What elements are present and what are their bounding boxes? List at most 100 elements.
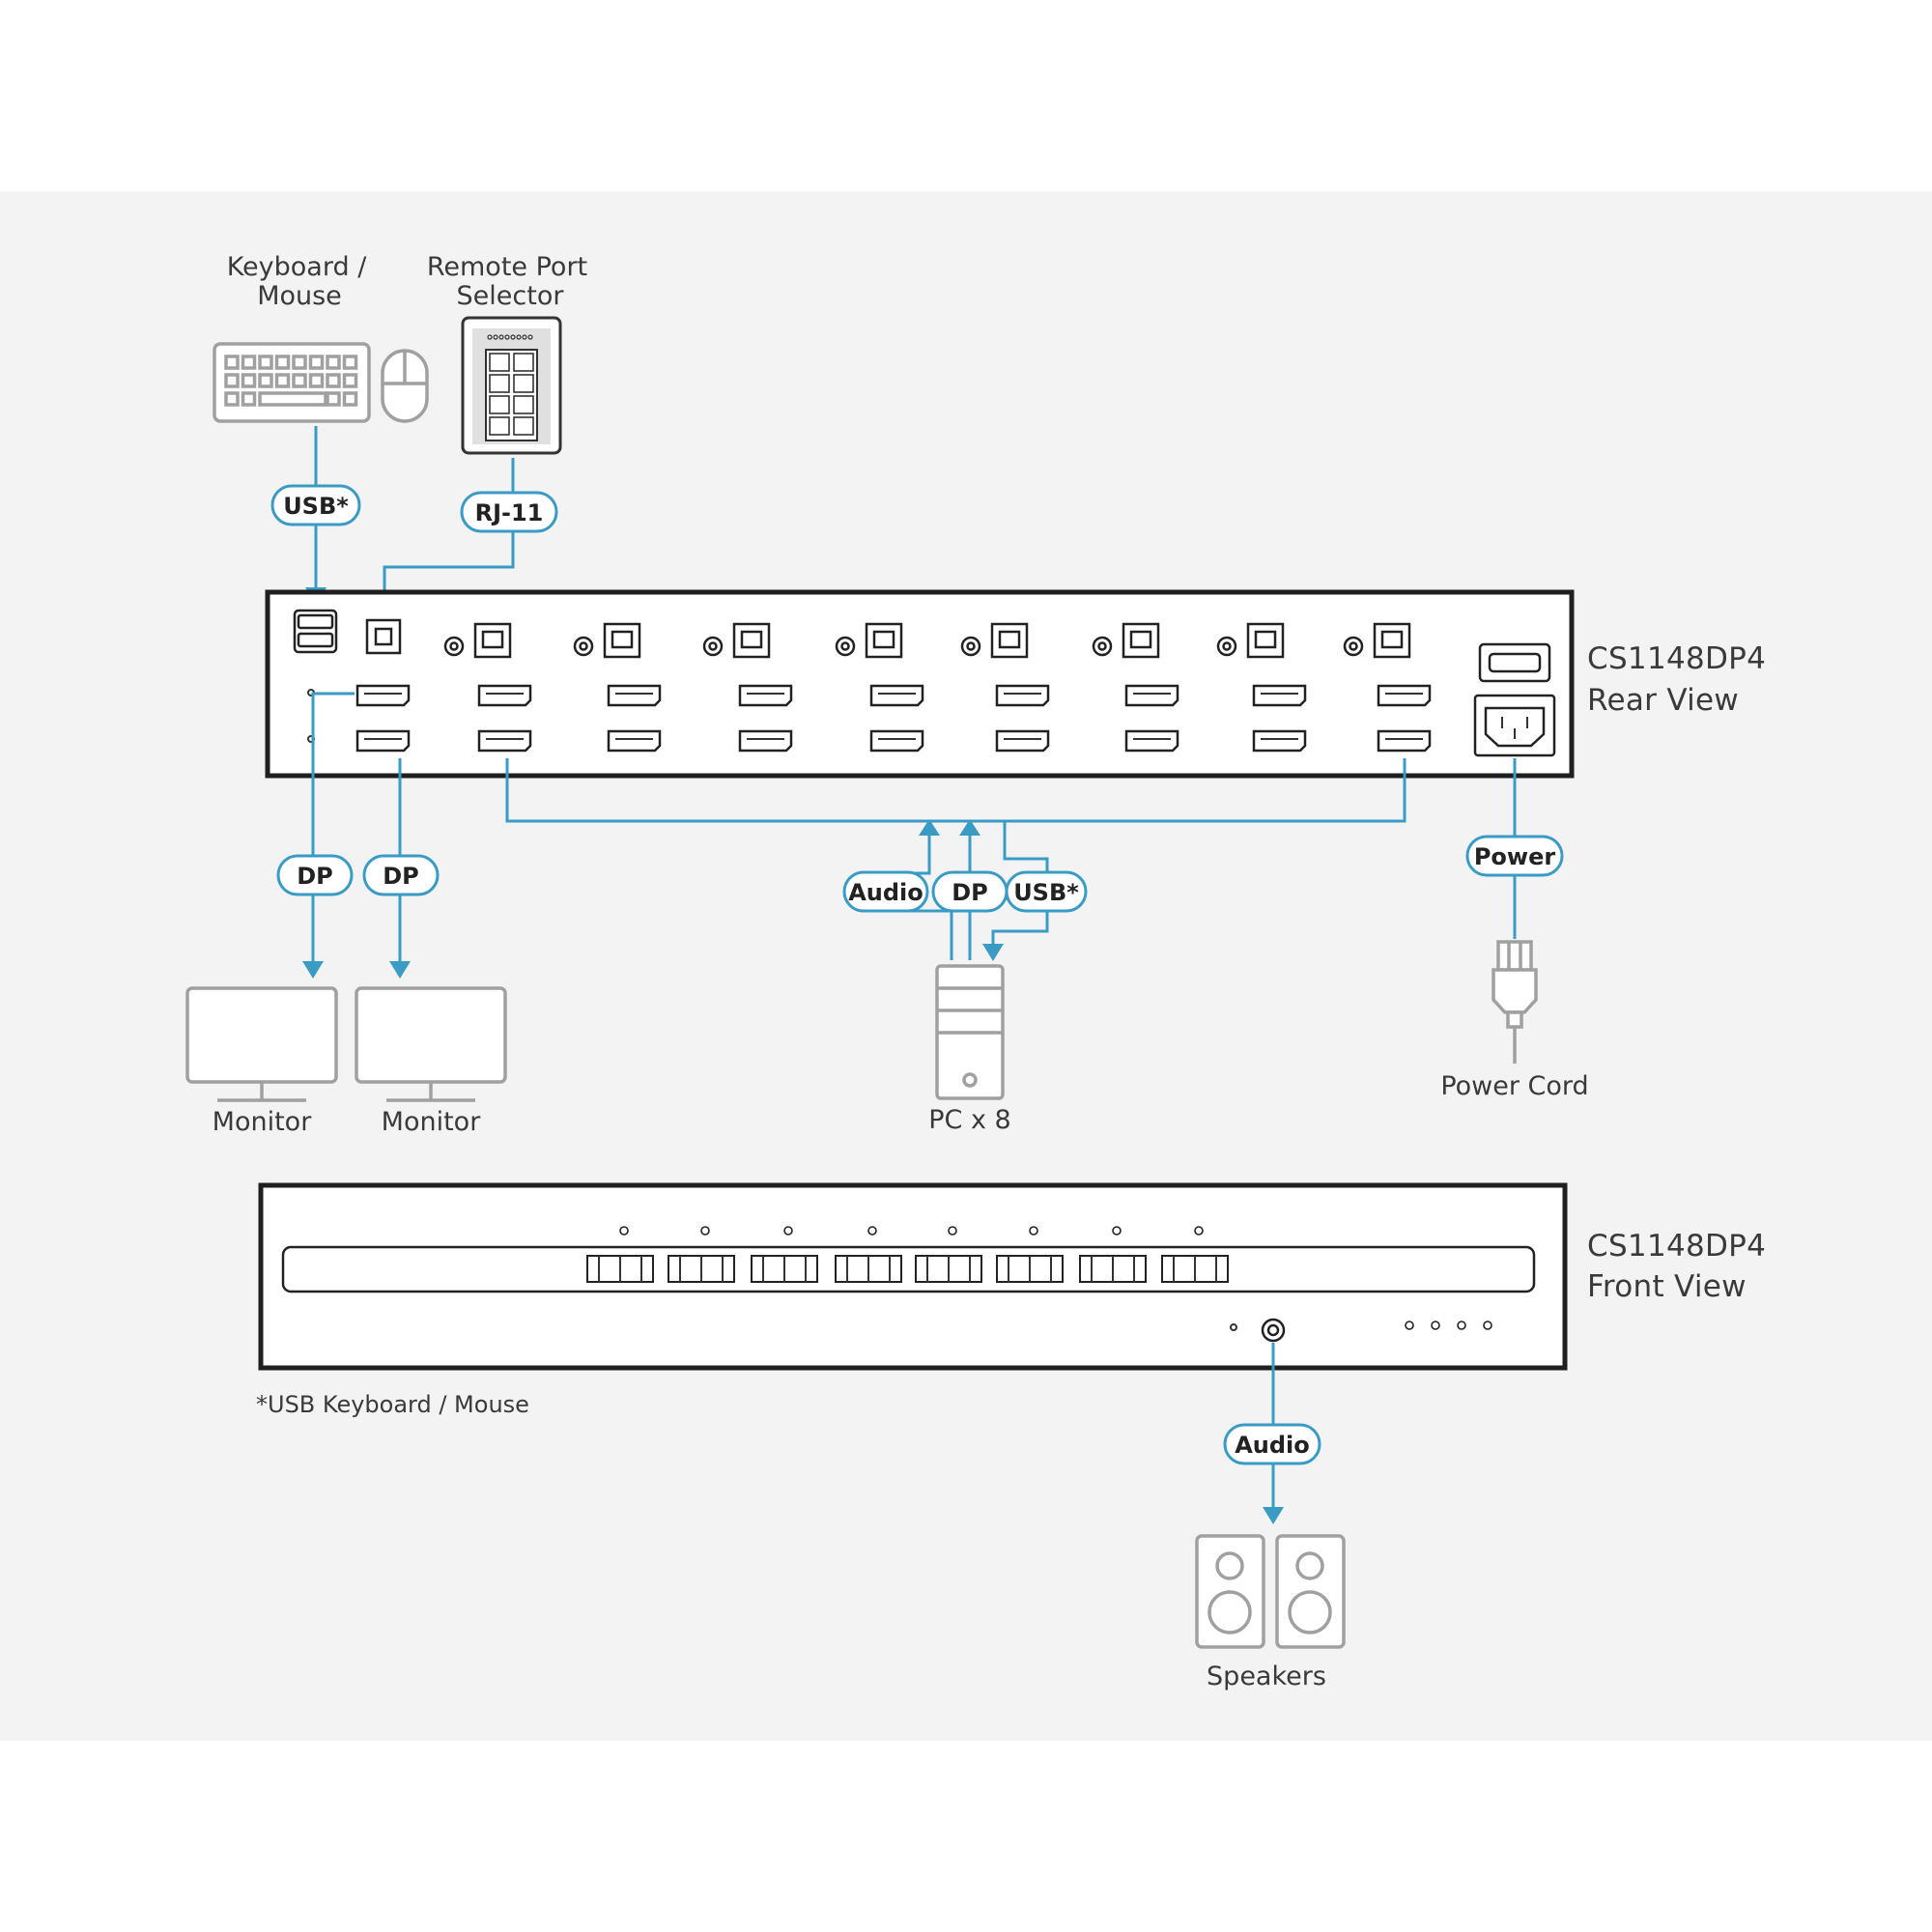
rear-displayport-groups (355, 684, 1432, 753)
usb-b-port-inner (1254, 630, 1277, 649)
power-pill: Power (1465, 835, 1564, 877)
front-status-led (1431, 1321, 1440, 1330)
front-audio-pill: Audio (1223, 1423, 1321, 1465)
dp-pill-1: DP (276, 854, 354, 896)
displayport-port (1124, 729, 1179, 753)
dp-pill-2: DP (362, 854, 440, 896)
power-pill-label: Power (1474, 843, 1556, 870)
remote-port-button (489, 416, 510, 436)
keyboard-key (241, 373, 257, 388)
front-audio-jack (1261, 1318, 1286, 1343)
keyboard-key (258, 373, 273, 388)
front-port-led-4 (867, 1226, 877, 1236)
front-status-led (1483, 1321, 1492, 1330)
keyboard-key (342, 373, 358, 388)
keyboard-key (224, 355, 240, 370)
keyboard-key (342, 355, 358, 370)
front-mic-indicator (1230, 1323, 1237, 1331)
displayport-port (1377, 684, 1432, 707)
usb-b-port-inner (1129, 630, 1152, 649)
remote-port-button (513, 395, 534, 414)
keyboard-key (241, 391, 257, 407)
audio-jack-core (579, 641, 588, 651)
audio-jack-core (1097, 641, 1107, 651)
displayport-port (607, 729, 662, 753)
displayport-port (355, 684, 411, 707)
usb-b-port-inner (1380, 630, 1404, 649)
remote-led (522, 334, 527, 340)
keyboard-key (342, 391, 358, 407)
keyboard-key (308, 355, 325, 370)
remote-led (527, 334, 533, 340)
remote-led (493, 334, 498, 340)
pc-label: PC x 8 (928, 1105, 1010, 1135)
front-status-led (1405, 1321, 1414, 1330)
displayport-port (738, 684, 793, 707)
audio-jack-core (708, 641, 718, 651)
power-plug-icon (1492, 940, 1538, 1064)
displayport-port (869, 729, 924, 753)
remote-port-selector-label-line2: Selector (457, 281, 565, 311)
monitor-1-label: Monitor (213, 1107, 313, 1137)
computer-port-group-1 (443, 622, 512, 659)
pc-dp-pill: DP (931, 870, 1009, 913)
displayport-port (1377, 729, 1432, 753)
usb-footnote: *USB Keyboard / Mouse (256, 1391, 529, 1418)
monitor-icon-1 (185, 986, 338, 1102)
keyboard-key (274, 373, 291, 388)
rear-usb-port-stack (293, 609, 338, 654)
speakers-label: Speakers (1207, 1662, 1326, 1691)
computer-port-group-2 (573, 622, 641, 659)
displayport-port (607, 684, 662, 707)
keyboard-spacebar (258, 391, 327, 407)
keyboard-key (292, 355, 307, 370)
power-switch (1478, 642, 1551, 683)
audio-jack-core (449, 641, 459, 651)
keyboard-key (258, 355, 273, 370)
mouse-icon (381, 349, 429, 423)
front-view-model: CS1148DP4 (1587, 1229, 1766, 1264)
pc-audio-pill: Audio (842, 870, 929, 913)
displayport-port (477, 684, 532, 707)
front-port-led-6 (1029, 1226, 1038, 1236)
remote-led (498, 334, 504, 340)
remote-port-button (513, 374, 534, 393)
keyboard-key (326, 355, 341, 370)
speakers-icon (1195, 1534, 1346, 1649)
audio-jack-core (1349, 641, 1358, 651)
remote-port-selector-icon (461, 316, 562, 455)
front-port-led-8 (1194, 1226, 1204, 1236)
keyboard-key (326, 373, 341, 388)
rj11-pill: RJ-11 (460, 491, 558, 533)
front-button-bar (281, 1245, 1536, 1293)
front-status-led (1457, 1321, 1466, 1330)
audio-jack-core (966, 641, 976, 651)
usb-keyboard-pill: USB* (270, 484, 361, 526)
front-port-led-3 (783, 1226, 793, 1236)
displayport-port (477, 729, 532, 753)
front-status-leds (1405, 1321, 1492, 1330)
audio-jack-core (840, 641, 850, 651)
dp-pill-2-label: DP (383, 863, 419, 890)
power-cord-label: Power Cord (1440, 1071, 1588, 1101)
displayport-port (995, 729, 1050, 753)
front-port-leds (619, 1226, 1204, 1236)
pc-usb-pill: USB* (1005, 870, 1088, 913)
rear-rj11-port (365, 618, 402, 655)
displayport-port (869, 684, 924, 707)
displayport-port (1252, 729, 1307, 753)
displayport-port (738, 729, 793, 753)
front-port-led-1 (619, 1226, 629, 1236)
keyboard-key (292, 373, 307, 388)
keyboard-key (326, 391, 341, 407)
remote-led (516, 334, 522, 340)
front-port-led-2 (700, 1226, 710, 1236)
front-port-led-7 (1112, 1226, 1122, 1236)
front-port-led-5 (948, 1226, 957, 1236)
usb-b-port-inner (611, 630, 634, 649)
rear-view-title: Rear View (1587, 683, 1739, 718)
keyboard-mouse-label-line2: Mouse (257, 281, 342, 311)
remote-led (504, 334, 510, 340)
usb-b-port-inner (998, 630, 1021, 649)
